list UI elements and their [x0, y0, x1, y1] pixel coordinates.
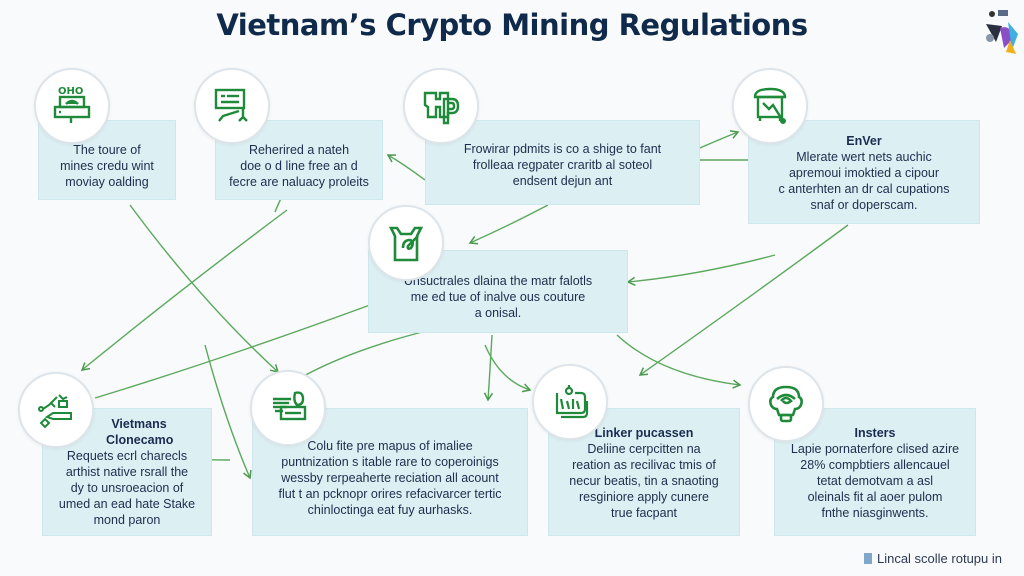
node-text-line: apremoui imoktied a cipour	[788, 166, 940, 180]
node-icon-circle	[732, 68, 808, 144]
node-text-line: dy to unsroeacion of	[70, 481, 184, 495]
node-heading: Insters	[854, 426, 896, 440]
node-text-line: snaf or doperscam.	[810, 198, 918, 212]
connector-arrow	[638, 224, 849, 376]
node-text-line: 28% compbtiers allencauel	[800, 458, 950, 472]
node-text-line: necur beatis, tin a snaoting	[569, 474, 719, 488]
footer-note: Lincal scolle rotupu in	[863, 551, 1002, 566]
node-box-licensing: Linker pucassen Deliine cerpcitten na re…	[548, 408, 740, 536]
connector-line	[94, 304, 371, 399]
node-text-line: frolleaa regpater craritb al soteol	[472, 157, 653, 172]
node-text-line: Frowirar pdmits is co a shige to fant	[463, 141, 662, 156]
node-heading: Linker pucassen	[594, 426, 694, 440]
footer-note-text: Lincal scolle rotupu in	[876, 551, 1002, 566]
connector-arrow	[129, 204, 280, 374]
node-text-line: Mlerate wert nets auchic	[796, 150, 932, 164]
node-text-line: resginiore apply cunere	[579, 490, 709, 504]
connector-arrow	[484, 344, 532, 393]
node-text-line: Unsuctrales dlaina the matr falotls	[403, 273, 593, 288]
node-text-line: true facpant	[610, 506, 677, 520]
node-icon-circle	[368, 205, 444, 281]
node-icon-circle	[18, 372, 94, 448]
node-text-line: doe o d line free an d	[240, 159, 358, 173]
node-text-line: Lapie pornaterfore clised azire	[790, 442, 960, 456]
node-text-line: moviay oalding	[65, 175, 149, 189]
page-title: Vietnam’s Crypto Mining Regulations	[216, 8, 808, 42]
tax-ledger-icon	[273, 391, 307, 421]
node-text-line: mond paron	[93, 513, 161, 527]
node-text-line: reation as recilivac tmis of	[572, 458, 716, 472]
node-text-line: umed an ead hate Stake	[58, 497, 196, 511]
permit-document-icon	[423, 91, 460, 125]
node-box-inspections: Insters Lapie pornaterfore clised azire …	[774, 408, 976, 536]
node-text-line: endsent dejun ant	[512, 173, 613, 188]
node-text-line: a onisal.	[474, 305, 522, 320]
connector-arrow	[468, 204, 549, 245]
node-text-line: c anterhten an dr cal cupations	[778, 182, 950, 196]
node-text-line: mines credu wint	[60, 159, 154, 173]
node-text-line: flut t an pcknopr orires refacivarcer te…	[278, 487, 502, 501]
node-heading: EnVer	[846, 134, 882, 148]
node-icon-circle	[748, 366, 824, 442]
node-text-line: oleinals fit al aoer pulom	[807, 490, 943, 504]
connector-arrow	[386, 154, 426, 181]
node-text-line: puntnization s itable rare to coperoinig…	[281, 455, 499, 469]
mining-rig-icon: OHO	[53, 86, 91, 123]
node-icon-circle: OHO	[34, 68, 110, 144]
node-text-line: fnthe niasginwents.	[821, 506, 929, 520]
checkbox-icon	[388, 226, 424, 262]
corner-illustration	[986, 10, 1018, 54]
node-text-line: Deliine cerpcitten na	[587, 442, 701, 456]
node-text-line: The toure of	[73, 143, 141, 157]
presentation-board-icon	[214, 88, 248, 122]
node-text-line: fecre are naluacy proleits	[229, 175, 369, 189]
node-text-line: me ed tue of inalve ous couture	[410, 289, 586, 304]
document-icon	[863, 553, 872, 564]
connector-arrow	[483, 334, 494, 402]
node-text-line: tetat demotvam a asl	[816, 474, 934, 488]
node-heading: Vietmans Clonecamo	[106, 417, 174, 447]
inspector-face-icon	[769, 385, 803, 423]
node-box-vietnam-compliance: Vietmans Clonecamo Requets ecrl charecls…	[42, 408, 212, 536]
node-text-line: Requets ecrl charecls	[66, 449, 188, 463]
node-icon-circle	[532, 364, 608, 440]
license-cards-icon	[555, 385, 589, 419]
node-text-line: Reherired a nateh	[248, 143, 350, 157]
connector-arrow	[616, 334, 742, 389]
node-icon-circle	[250, 370, 326, 446]
svg-text:OHO: OHO	[58, 86, 83, 97]
node-text-line: arthist native rsrall the	[65, 465, 189, 479]
node-box-permits: Frowirar pdmits is co a shige to fant fr…	[425, 120, 700, 205]
node-text-line: chinloctinga eat fuy aurhasks.	[307, 503, 473, 517]
connector-arrow	[699, 130, 740, 149]
node-icon-circle	[194, 68, 270, 144]
node-text-line: wessby rerpeaherte reciation all acount	[281, 471, 499, 485]
node-box-energy: EnVer Mlerate wert nets auchic apremoui …	[748, 120, 980, 224]
node-text-line: Colu fite pre mapus of imaliee	[307, 439, 473, 453]
connector-arrow	[80, 209, 288, 371]
network-hardware-icon	[38, 394, 72, 429]
node-icon-circle	[403, 68, 479, 144]
connector-arrow	[626, 254, 776, 286]
energy-bin-icon	[753, 87, 787, 125]
connector-line	[299, 329, 431, 379]
